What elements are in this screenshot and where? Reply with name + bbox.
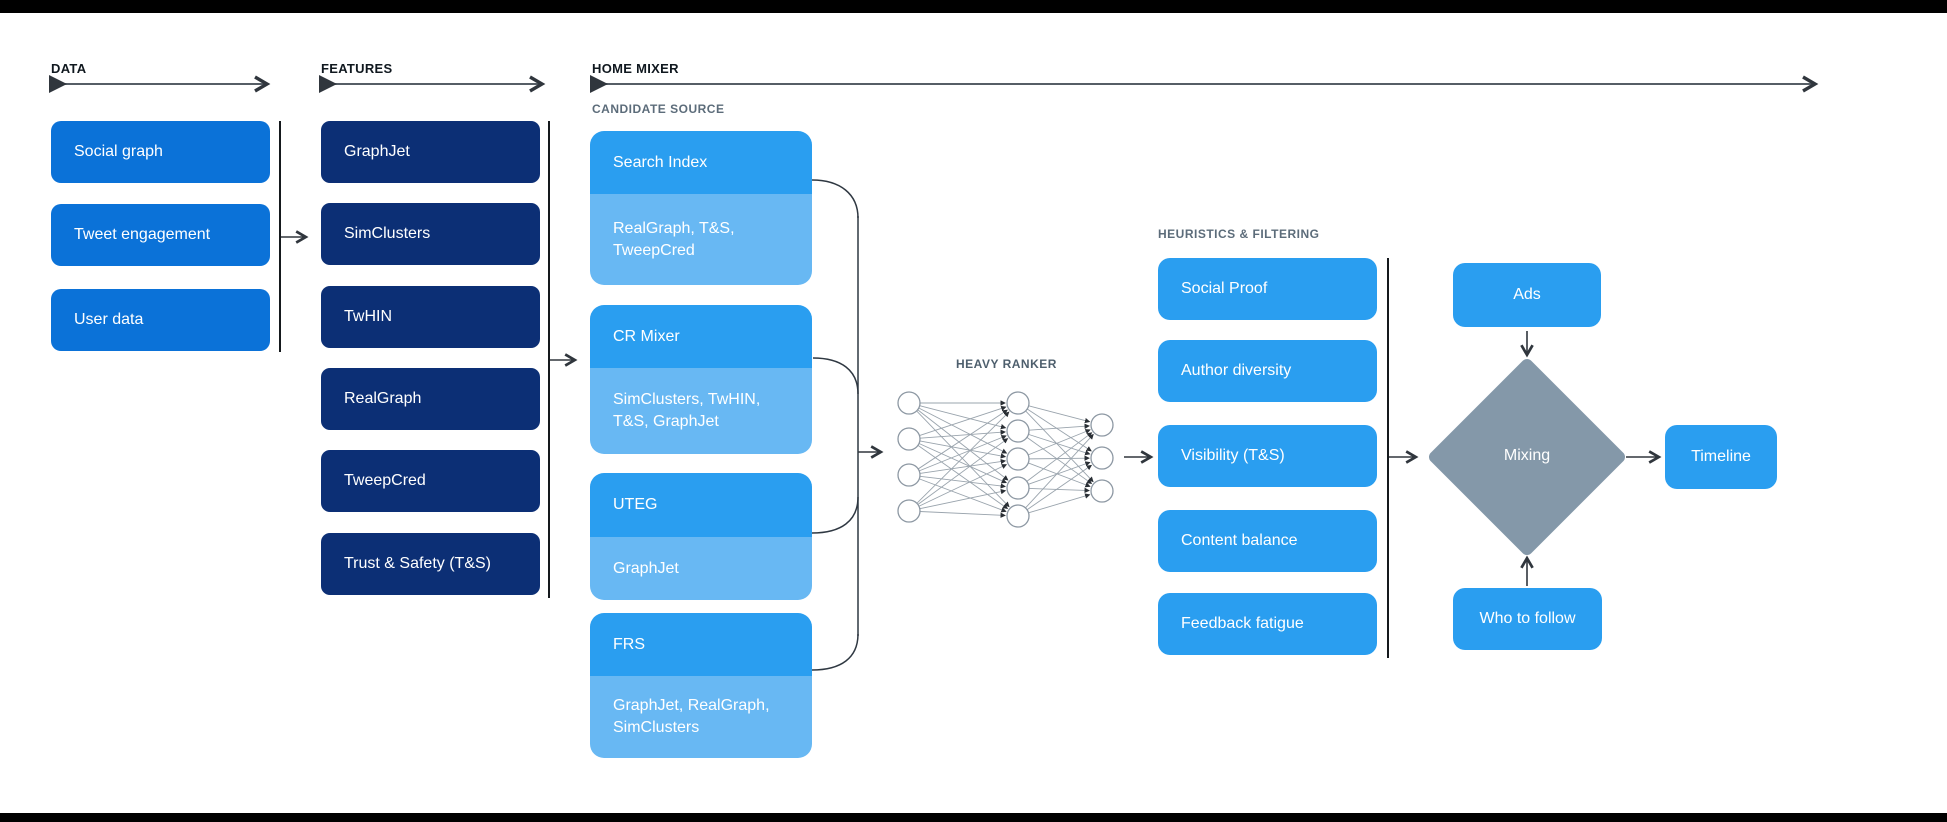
data-box-tweet-engagement: Tweet engagement [51, 204, 270, 266]
heuristic-box-feedback-fatigue: Feedback fatigue [1158, 593, 1377, 655]
feature-box-graphjet: GraphJet [321, 121, 540, 183]
heuristic-box-visibility: Visibility (T&S) [1158, 425, 1377, 487]
candidate-subtitle: SimClusters, TwHIN, T&S, GraphJet [590, 368, 812, 454]
candidate-box-frs: FRS GraphJet, RealGraph, SimClusters [590, 613, 812, 758]
timeline-box: Timeline [1665, 425, 1777, 489]
candidate-box-uteg: UTEG GraphJet [590, 473, 812, 600]
candidate-title: Search Index [590, 131, 812, 194]
feature-box-trust-safety: Trust & Safety (T&S) [321, 533, 540, 595]
candidate-source-label: CANDIDATE SOURCE [592, 102, 725, 116]
candidate-subtitle: GraphJet, RealGraph, SimClusters [590, 676, 812, 758]
section-header-home-mixer: HOME MIXER [592, 61, 679, 76]
neural-network-edges [916, 400, 1094, 518]
candidate-subtitle: RealGraph, T&S, TweepCred [590, 194, 812, 285]
heuristic-box-author-diversity: Author diversity [1158, 340, 1377, 402]
candidate-title: CR Mixer [590, 305, 812, 368]
candidate-title: FRS [590, 613, 812, 676]
mixing-diamond-label: Mixing [1503, 447, 1551, 464]
feature-box-twhin: TwHIN [321, 286, 540, 348]
candidate-merge-connectors [811, 179, 859, 671]
candidate-title: UTEG [590, 473, 812, 537]
section-header-features: FEATURES [321, 61, 393, 76]
data-box-social-graph: Social graph [51, 121, 270, 183]
heuristics-filtering-label: HEURISTICS & FILTERING [1158, 227, 1320, 241]
candidate-box-cr-mixer: CR Mixer SimClusters, TwHIN, T&S, GraphJ… [590, 305, 812, 454]
neural-network-nodes [897, 391, 1114, 528]
heuristic-box-social-proof: Social Proof [1158, 258, 1377, 320]
top-letterbox-bar [0, 0, 1947, 13]
feature-box-simclusters: SimClusters [321, 203, 540, 265]
bottom-letterbox-bar [0, 813, 1947, 822]
feature-box-realgraph: RealGraph [321, 368, 540, 430]
feature-box-tweepcred: TweepCred [321, 450, 540, 512]
section-header-data: DATA [51, 61, 87, 76]
who-to-follow-box: Who to follow [1453, 588, 1602, 650]
candidate-box-search-index: Search Index RealGraph, T&S, TweepCred [590, 131, 812, 285]
data-box-user-data: User data [51, 289, 270, 351]
candidate-subtitle: GraphJet [590, 537, 812, 600]
ads-box: Ads [1453, 263, 1601, 327]
heuristic-box-content-balance: Content balance [1158, 510, 1377, 572]
heavy-ranker-label: HEAVY RANKER [956, 357, 1057, 371]
